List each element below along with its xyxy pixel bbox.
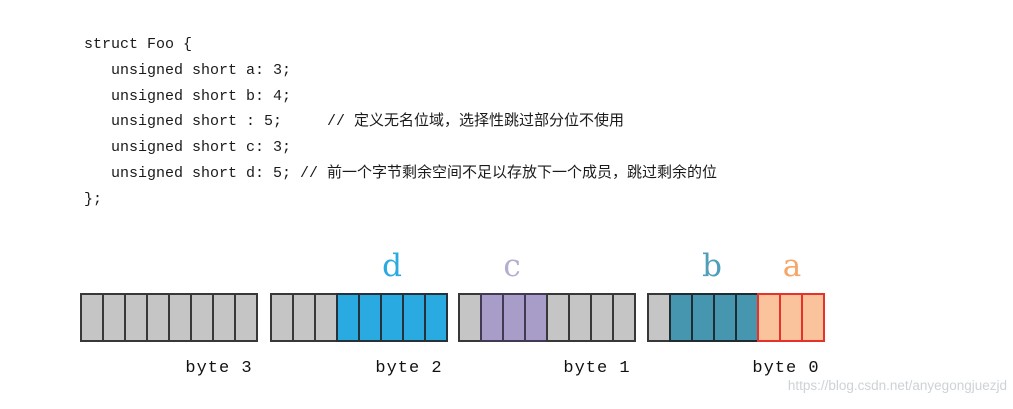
bit-cell-field-a	[779, 293, 803, 342]
bit-cell-field-b	[669, 293, 693, 342]
bit-cell-unused	[146, 293, 170, 342]
field-label-b: b	[702, 248, 722, 284]
bit-cell-field-c	[524, 293, 548, 342]
bit-cell-unused	[190, 293, 214, 342]
bit-cell-unused	[612, 293, 636, 342]
bit-cell-unused	[647, 293, 671, 342]
bit-cell-unused	[124, 293, 148, 342]
watermark: https://blog.csdn.net/anyegongjuezjd	[787, 378, 1007, 393]
bit-cell-field-d	[424, 293, 448, 342]
bit-cell-unused	[102, 293, 126, 342]
bit-cell-field-b	[713, 293, 737, 342]
byte-group-byte-3	[80, 293, 258, 342]
bit-cell-unused	[270, 293, 294, 342]
bit-cell-field-a	[757, 293, 781, 342]
bit-cell-unused	[292, 293, 316, 342]
byte-label-3: byte 0	[752, 359, 820, 378]
bit-cell-field-b	[691, 293, 715, 342]
bit-cell-unused	[568, 293, 592, 342]
bit-cell-field-d	[402, 293, 426, 342]
bit-cell-unused	[458, 293, 482, 342]
bit-cell-field-d	[358, 293, 382, 342]
byte-group-byte-0	[647, 293, 825, 342]
bit-cell-unused	[234, 293, 258, 342]
bit-cell-unused	[590, 293, 614, 342]
byte-label-2: byte 1	[563, 359, 631, 378]
byte-group-byte-1	[458, 293, 636, 342]
code-block: struct Foo { unsigned short a: 3; unsign…	[84, 36, 718, 208]
bit-cell-field-d	[336, 293, 360, 342]
bit-cell-unused	[546, 293, 570, 342]
byte-label-1: byte 2	[375, 359, 443, 378]
bit-cell-field-d	[380, 293, 404, 342]
bit-cell-unused	[80, 293, 104, 342]
field-label-a: a	[782, 248, 802, 284]
bit-cell-field-b	[735, 293, 759, 342]
bit-cell-unused	[314, 293, 338, 342]
bit-cell-unused	[212, 293, 236, 342]
bit-cell-field-c	[502, 293, 526, 342]
byte-group-byte-2	[270, 293, 448, 342]
field-label-d: d	[382, 248, 402, 284]
byte-label-0: byte 3	[185, 359, 253, 378]
bit-cell-field-a	[801, 293, 825, 342]
bit-cell-field-c	[480, 293, 504, 342]
field-label-c: c	[503, 248, 521, 284]
bit-cell-unused	[168, 293, 192, 342]
